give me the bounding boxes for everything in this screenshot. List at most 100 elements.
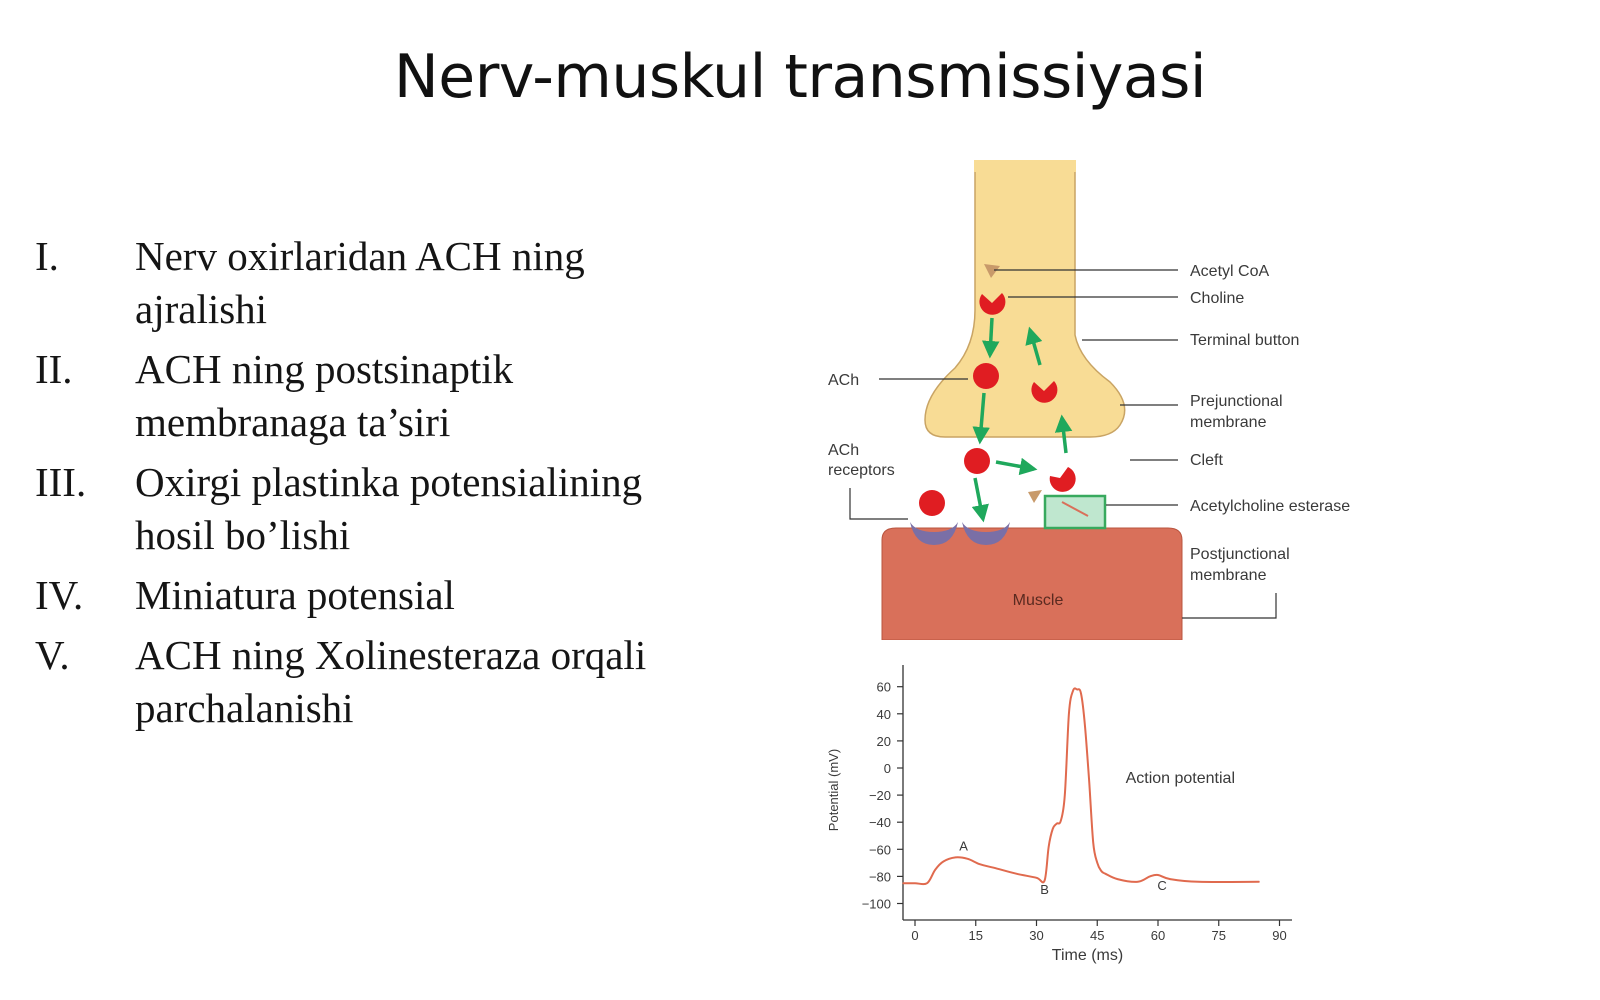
- outline-number: III.: [35, 459, 87, 505]
- label-ach-receptors: ACh: [828, 442, 859, 459]
- y-tick-label: 20: [877, 734, 891, 749]
- label-postjunctional-2: membrane: [1190, 567, 1267, 584]
- data-point: [954, 856, 957, 859]
- data-point: [1060, 820, 1062, 822]
- data-point: [1092, 841, 1094, 844]
- data-point: [1044, 879, 1046, 882]
- x-tick-label: 30: [1029, 928, 1043, 943]
- data-point: [1084, 726, 1086, 728]
- data-point: [1096, 862, 1098, 864]
- data-point: [1068, 713, 1070, 715]
- x-tick-label: 45: [1090, 928, 1104, 943]
- data-point: [1137, 881, 1139, 883]
- data-point: [995, 867, 997, 869]
- data-point: [1088, 780, 1090, 783]
- data-point: [902, 882, 904, 884]
- label-prejunctional-2: membrane: [1190, 414, 1267, 431]
- data-point: [1064, 794, 1066, 796]
- outline-line: parchalanishi: [135, 685, 354, 731]
- choline-molecule: [979, 293, 1006, 315]
- ach-molecule: [919, 490, 945, 516]
- data-point: [942, 860, 944, 863]
- data-point: [1169, 878, 1171, 880]
- outline-item: V. ACH ning Xolinesteraza orqali parchal…: [35, 629, 735, 735]
- x-tick-label: 75: [1212, 928, 1226, 943]
- data-point: [1056, 822, 1058, 825]
- y-tick-label: −100: [862, 897, 891, 912]
- muscle-label: Muscle: [1013, 592, 1064, 609]
- outline-line: hosil bo’lishi: [135, 512, 351, 558]
- leader-lines: [849, 269, 1277, 619]
- data-point: [1157, 874, 1159, 876]
- label-ach: ACh: [828, 372, 859, 389]
- data-point: [914, 882, 916, 884]
- outline-line: ACH ning postsinaptik: [135, 346, 514, 392]
- x-axis-label: Time (ms): [1052, 947, 1123, 964]
- terminal-button-shape: [924, 169, 1126, 438]
- outline-item: IV. Miniatura potensial: [35, 569, 735, 622]
- outline-line: Nerv oxirlaridan ACH ning: [135, 233, 585, 279]
- ach-molecule: [973, 363, 999, 389]
- chart-annotation: C: [1157, 878, 1166, 893]
- data-point: [1104, 873, 1106, 875]
- synapse-diagram: Muscle Acetyl CoA Choline Terminal butto…: [828, 160, 1350, 640]
- y-tick-label: −40: [869, 815, 891, 830]
- esterase-box: [1043, 494, 1107, 530]
- y-tick-label: 40: [877, 707, 891, 722]
- x-tick-label: 0: [911, 928, 918, 943]
- ach-receptor-shape: [910, 522, 958, 545]
- data-point: [1035, 877, 1038, 879]
- data-point: [1080, 692, 1082, 695]
- label-prejunctional: Prejunctional: [1190, 393, 1283, 410]
- data-point: [1048, 845, 1050, 848]
- green-arrows: [971, 317, 1073, 523]
- data-point: [1197, 881, 1200, 883]
- chart-annotation: B: [1040, 882, 1049, 897]
- data-point: [1258, 881, 1260, 883]
- outline-line: ACH ning Xolinesteraza orqali: [135, 632, 647, 678]
- x-tick-label: 60: [1151, 928, 1165, 943]
- chart-annotation: A: [959, 839, 968, 854]
- label-ach-esterase: Acetylcholine esterase: [1190, 498, 1350, 515]
- y-tick-label: −20: [869, 788, 891, 803]
- outline-line: Oxirgi plastinka potensialining: [135, 459, 643, 505]
- choline-molecule: [1031, 381, 1058, 403]
- data-point: [1149, 875, 1151, 878]
- y-tick-label: −80: [869, 869, 891, 884]
- data-point: [979, 863, 981, 865]
- outline-item: II. ACH ning postsinaptik membranaga ta’…: [35, 343, 735, 449]
- outline-line: membranaga ta’siri: [135, 399, 451, 445]
- acetyl-coa-shape: [984, 264, 1000, 278]
- outline-item: III. Oxirgi plastinka potensialining hos…: [35, 456, 735, 562]
- y-tick-label: −60: [869, 842, 891, 857]
- ach-molecule: [964, 448, 990, 474]
- outline-number: V.: [35, 632, 70, 678]
- chart-annotation: Action potential: [1126, 770, 1235, 787]
- y-tick-label: 0: [884, 761, 891, 776]
- outline-line: Miniatura potensial: [135, 572, 455, 618]
- choline-molecule: [1049, 467, 1076, 492]
- outline-number: II.: [35, 346, 73, 392]
- label-choline: Choline: [1190, 290, 1244, 307]
- data-point: [1015, 873, 1017, 875]
- outline-number: I.: [35, 233, 59, 279]
- data-point: [967, 858, 969, 860]
- y-tick-label: 60: [877, 680, 891, 695]
- label-ach-receptors-2: receptors: [828, 462, 895, 479]
- outline-item: I. Nerv oxirlaridan ACH ning ajralishi: [35, 230, 735, 336]
- series-line: [902, 687, 1260, 886]
- data-point: [1072, 690, 1074, 692]
- data-point: [1100, 870, 1102, 872]
- data-point: [934, 869, 936, 871]
- data-point: [1116, 878, 1119, 880]
- data-point: [926, 882, 928, 884]
- x-tick-label: 90: [1272, 928, 1286, 943]
- slide-title: Nerv-muskul transmissiyasi: [393, 42, 1207, 112]
- label-terminal-button: Terminal button: [1190, 332, 1299, 349]
- y-axis-label: Potential (mV): [826, 749, 841, 831]
- outline-list: I. Nerv oxirlaridan ACH ning ajralishi I…: [35, 230, 735, 742]
- data-point: [1052, 828, 1054, 830]
- label-postjunctional: Postjunctional: [1190, 546, 1290, 563]
- outline-line: ajralishi: [135, 286, 268, 332]
